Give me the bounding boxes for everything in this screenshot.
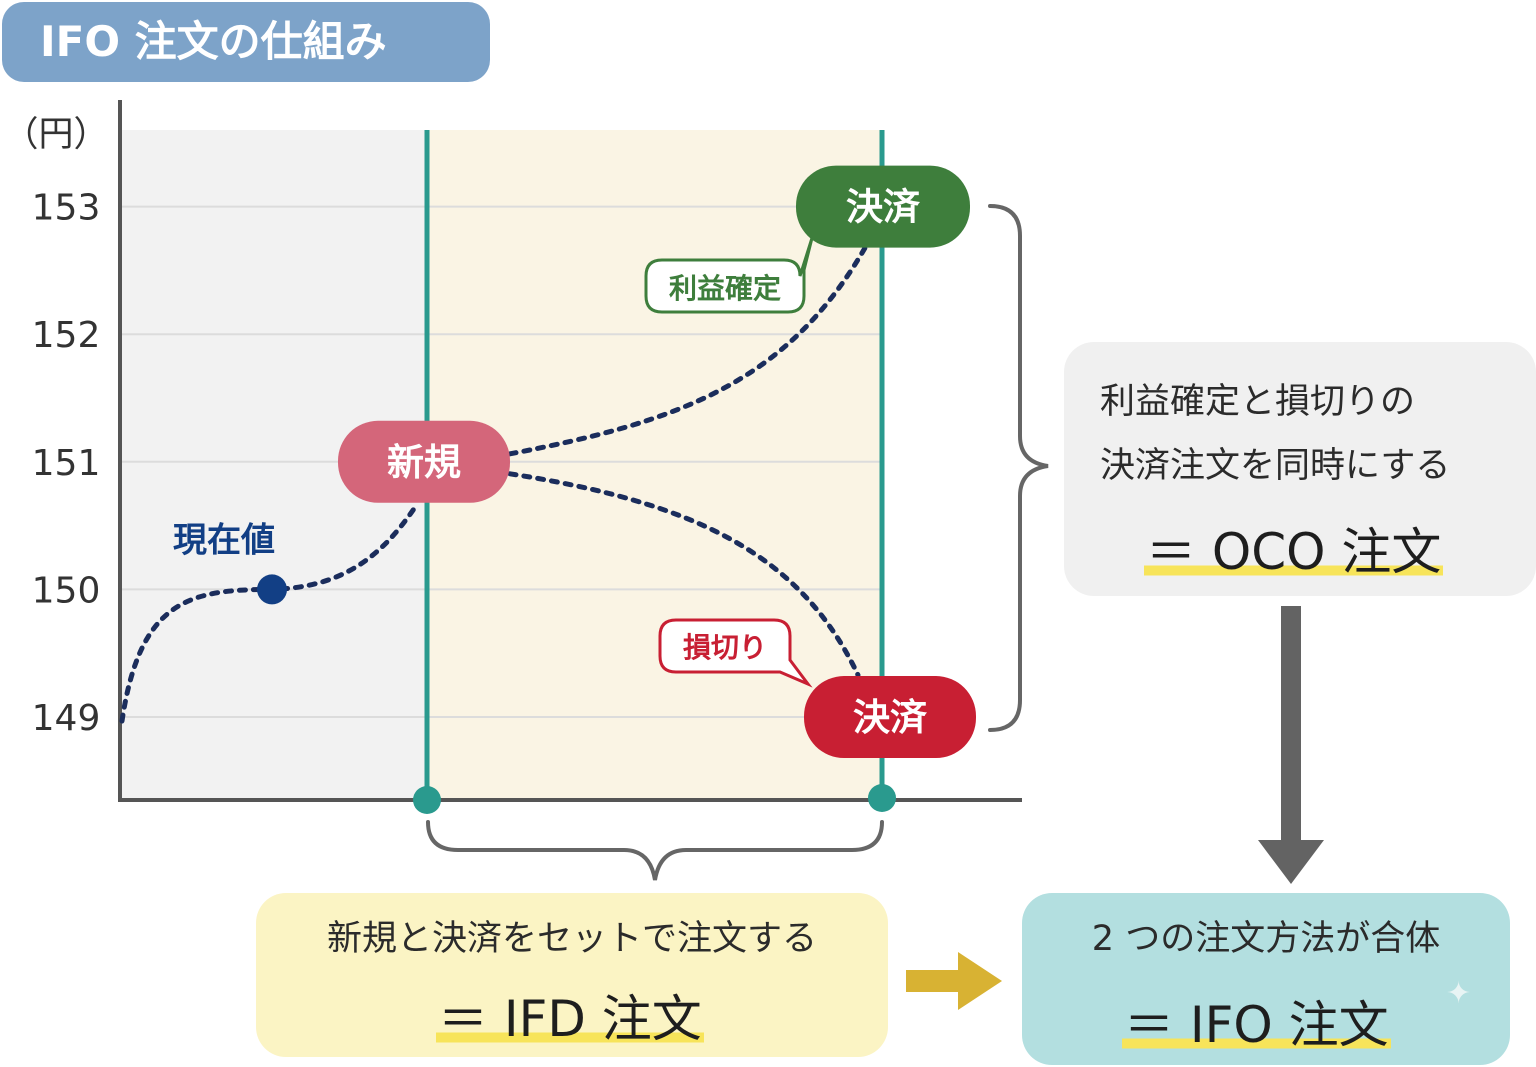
- oco-line-2: 決済注文を同時にする: [1100, 446, 1451, 486]
- stop-loss-badge-label: 決済: [853, 696, 928, 739]
- stop-loss-badge: 決済: [804, 676, 976, 759]
- ifd-brace: [426, 820, 884, 881]
- ifo-line-1: 2 つの注文方法が合体: [1091, 919, 1441, 959]
- price-path-stop-loss: [507, 471, 861, 678]
- oco-card: 利益確定と損切りの 決済注文を同時にする ＝ OCO 注文: [1064, 342, 1536, 596]
- take-profit-tag: 利益確定: [644, 237, 814, 314]
- page-title: IFO 注文の仕組み: [2, 2, 490, 82]
- gray-down-arrow-head: [1258, 840, 1324, 884]
- entry-badge-bg: [338, 420, 510, 503]
- take-profit-tag-callout: [644, 237, 814, 314]
- oco-result-text: ＝ OCO 注文: [1144, 512, 1444, 584]
- stop-loss-tag-callout: [658, 618, 813, 688]
- oco-line-1: 利益確定と損切りの: [1100, 382, 1416, 422]
- yellow-right-arrow-head: [958, 952, 1002, 1010]
- ifd-result: ＝ IFD 注文: [436, 979, 704, 1051]
- current-price-label: 現在値: [173, 520, 275, 560]
- ifo-result: ＝ IFO 注文: [1122, 985, 1391, 1057]
- y-tick-label: 152: [32, 315, 101, 356]
- ifd-line-1: 新規と決済をセットで注文する: [326, 919, 817, 959]
- stop-loss-tag-label: 損切り: [683, 631, 767, 664]
- y-tick-label: 149: [32, 698, 101, 739]
- current-price-dot: [257, 574, 287, 605]
- grid-lines: [120, 205, 880, 719]
- take-profit-badge-label: 決済: [846, 186, 921, 229]
- yellow-right-arrow-shaft: [906, 970, 962, 992]
- entry-badge-label: 新規: [387, 441, 461, 484]
- y-tick-label: 150: [32, 570, 101, 611]
- gray-down-arrow-shaft: [1281, 606, 1301, 842]
- take-profit-tag-label: 利益確定: [669, 272, 781, 305]
- take-profit-badge-bg: [796, 165, 970, 248]
- ifd-result-text: ＝ IFD 注文: [436, 979, 704, 1051]
- y-tick-label: 153: [32, 188, 101, 229]
- y-axis-unit-label: （円）: [3, 115, 108, 155]
- oco-brace: [988, 204, 1049, 732]
- ifo-card: 2 つの注文方法が合体 ＝ IFO 注文: [1022, 893, 1510, 1065]
- ifd-card: 新規と決済をセットで注文する ＝ IFD 注文: [256, 893, 888, 1057]
- y-tick-labels: 153 152 151 150 149: [32, 188, 101, 739]
- entry-badge: 新規: [338, 420, 510, 503]
- entry-time-dot: [413, 786, 441, 814]
- exit-time-dot: [868, 784, 896, 812]
- stop-loss-tag: 損切り: [658, 618, 813, 688]
- ifo-result-text: ＝ IFO 注文: [1122, 985, 1391, 1057]
- y-tick-label: 151: [32, 443, 101, 484]
- price-path-take-profit: [507, 240, 871, 457]
- oco-result: ＝ OCO 注文: [1144, 512, 1444, 584]
- stop-loss-badge-bg: [804, 676, 976, 759]
- take-profit-badge: 決済: [796, 165, 970, 248]
- sparkle-icon: ✦: [1446, 976, 1472, 1011]
